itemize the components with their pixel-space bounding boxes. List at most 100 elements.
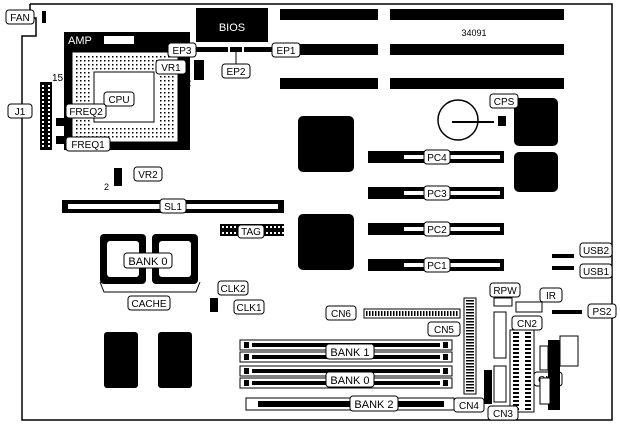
cpu-pin: [80, 132, 82, 134]
cn6-pin: [456, 311, 458, 316]
cpu-pin: [168, 132, 170, 134]
cn6-pin: [390, 311, 392, 316]
tag-pin: [226, 226, 228, 228]
cpu-pin: [80, 80, 82, 82]
j1-pin: [48, 109, 50, 111]
ports-block-2: [539, 345, 549, 371]
cpu-pin: [92, 128, 94, 130]
cpu-pin: [96, 128, 98, 130]
cn1-pin: [513, 376, 519, 378]
ir-header: [515, 301, 543, 313]
cpu-pin: [80, 92, 82, 94]
cn5-pin: [466, 384, 474, 386]
freq1-jumper: [56, 136, 64, 144]
j1-pin: [48, 125, 50, 127]
cn3-label-box: [487, 405, 519, 421]
cpu-pin: [96, 56, 98, 58]
ep2-label-box: [221, 63, 251, 79]
cpu-pin: [172, 84, 174, 86]
bios-label: BIOS: [219, 22, 245, 34]
cache-label-box: [127, 295, 171, 311]
cn5-pin: [466, 354, 474, 356]
cpu-pin: [80, 120, 82, 122]
cpu-pin: [88, 88, 90, 90]
cpu-pin: [164, 76, 166, 78]
cn1-pin: [525, 344, 531, 346]
cpu-pin: [120, 132, 122, 134]
cpu-pin: [144, 68, 146, 70]
j1-pin: [48, 113, 50, 115]
cpu-pin: [84, 84, 86, 86]
cpu-pin: [88, 56, 90, 58]
vr2-label-box: [133, 166, 163, 182]
j1-pin: [48, 117, 50, 119]
cpu-pin: [104, 128, 106, 130]
tag-pin: [234, 226, 236, 228]
cpu-pin: [120, 136, 122, 138]
cpu-pin: [156, 136, 158, 138]
vr1-pin-number: 2: [186, 78, 191, 88]
j1-pin: [48, 97, 50, 99]
cpu-pin: [88, 60, 90, 62]
cpu-pin: [120, 60, 122, 62]
tag-pin: [222, 226, 224, 228]
cpu-label-box: [103, 91, 135, 107]
simm-clip: [443, 368, 448, 374]
cpu-pin: [160, 112, 162, 114]
cn6-pin: [384, 311, 386, 316]
usb1-header: [552, 266, 574, 270]
pci-slot-gap: [404, 191, 500, 195]
cn2-label: CN2: [517, 319, 537, 330]
cpu-pin: [88, 128, 90, 130]
cpu-pin: [96, 64, 98, 66]
ir-label: IR: [546, 291, 556, 302]
cn1-pin: [513, 360, 519, 362]
cpu-pin: [164, 104, 166, 106]
freq2-label-box: [65, 103, 107, 119]
cpu-pin: [160, 124, 162, 126]
cpu-pin: [88, 84, 90, 86]
cn5-pin: [466, 381, 474, 383]
cpu-pin: [136, 56, 138, 58]
cpu-pin: [116, 60, 118, 62]
cpu-pin: [140, 136, 142, 138]
cn6-pin: [423, 311, 425, 316]
cpu-pin: [76, 68, 78, 70]
cn6-pin: [435, 311, 437, 316]
tag-pin: [270, 232, 272, 234]
cn5-pin: [466, 336, 474, 338]
cn1-pin: [525, 352, 531, 354]
pc1-label-box: [423, 257, 451, 273]
tag-label: TAG: [241, 227, 261, 238]
j1-pin: [42, 129, 44, 131]
cpu-pin: [152, 60, 154, 62]
cpu-pin: [148, 136, 150, 138]
ps2-label: PS2: [593, 307, 612, 318]
chipset-top: [298, 116, 354, 172]
cn1-pin: [513, 392, 519, 394]
j1-pin: [42, 121, 44, 123]
cpu-pin: [128, 68, 130, 70]
tag-pin: [266, 226, 268, 228]
cpu-pin: [168, 88, 170, 90]
cpu-pin: [112, 64, 114, 66]
tag-pin: [226, 232, 228, 234]
vr1-label-box: [155, 59, 187, 75]
cpu-pin: [144, 128, 146, 130]
cn6-pin: [408, 311, 410, 316]
cn6-pin: [393, 311, 395, 316]
simm-slot-core: [252, 369, 440, 373]
freq1-label: FREQ1: [71, 140, 105, 151]
cpu-pin: [160, 84, 162, 86]
pc1-label: PC1: [427, 261, 447, 272]
cpu-pin: [76, 120, 78, 122]
cpu-pin: [108, 128, 110, 130]
cn1-pin: [525, 400, 531, 402]
bank1-label: BANK 1: [330, 347, 369, 359]
bank1-label-box: [325, 343, 375, 360]
cpu-pin: [164, 116, 166, 118]
cpu-pin: [164, 132, 166, 134]
cn6-pin: [417, 311, 419, 316]
cn1-pin: [525, 332, 531, 334]
cn1-pin: [513, 380, 519, 382]
